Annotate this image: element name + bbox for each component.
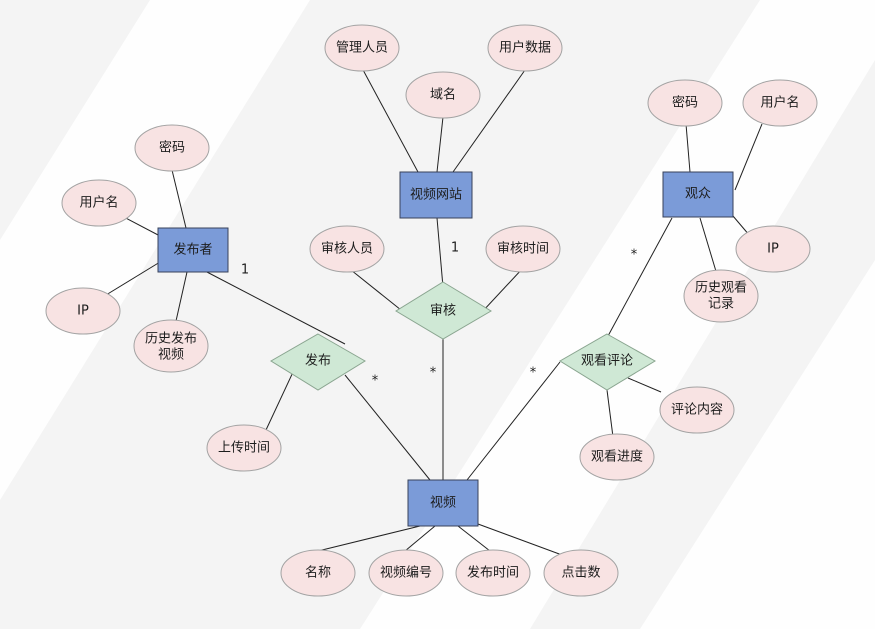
entity-viewer-label: 观众 (685, 187, 711, 202)
attribute-publisher-ip-label: IP (77, 304, 89, 319)
cardinality-review-video: * (430, 366, 437, 381)
attribute-publisher-password: 密码 (134, 124, 210, 172)
edge-viewer-password (685, 123, 691, 173)
attribute-viewer-history: 历史观看 记录 (683, 269, 759, 323)
attribute-review-person-label: 审核人员 (321, 242, 373, 257)
entity-video-label: 视频 (430, 496, 456, 511)
attribute-website-admin: 管理人员 (324, 24, 400, 72)
cardinality-watch-video: * (530, 366, 537, 381)
edge-publisher-publish (204, 270, 346, 345)
attribute-publisher-history: 历史发布 视频 (133, 319, 209, 373)
attribute-publisher-history-line1: 历史发布 (145, 331, 197, 347)
relationship-review: 审核 (395, 281, 492, 340)
attribute-video-id-label: 视频编号 (380, 566, 432, 581)
edge-review-person (345, 265, 402, 311)
attribute-watch-progress-label: 观看进度 (591, 449, 643, 465)
cardinality-viewer-watch: * (631, 248, 638, 263)
cardinality-publish-video: * (372, 374, 379, 389)
attribute-video-clicks: 点击数 (543, 549, 619, 597)
attribute-publisher-username-label: 用户名 (79, 195, 118, 211)
edge-website-admin (361, 67, 419, 173)
attribute-video-pubtime-label: 发布时间 (467, 565, 519, 581)
attribute-website-userdata-label: 用户数据 (499, 40, 551, 56)
entity-publisher: 发布者 (157, 227, 229, 273)
attribute-publisher-ip: IP (45, 287, 121, 335)
attribute-viewer-history-line1: 历史观看 (695, 280, 747, 296)
edge-website-review (436, 217, 444, 288)
edge-video-clicks (477, 523, 563, 556)
attribute-website-domain: 域名 (405, 71, 481, 119)
attribute-viewer-password-label: 密码 (672, 95, 698, 111)
attribute-viewer-username: 用户名 (742, 79, 818, 127)
attribute-publisher-history-line2: 视频 (158, 348, 184, 363)
attribute-video-id: 视频编号 (368, 549, 444, 597)
attribute-website-userdata: 用户数据 (487, 24, 563, 72)
edge-video-name (317, 525, 421, 552)
edge-viewer-username (734, 123, 763, 191)
edge-video-id (404, 525, 436, 552)
attribute-video-name-label: 名称 (305, 565, 331, 581)
edge-publisher-username (121, 215, 161, 237)
edge-viewer-watch (607, 217, 673, 337)
cardinality-website-review: 1 (451, 241, 459, 256)
attribute-review-time: 审核时间 (485, 225, 561, 273)
edge-watch-comment (627, 377, 662, 393)
entity-publisher-label: 发布者 (173, 242, 212, 258)
attribute-video-clicks-label: 点击数 (561, 566, 600, 581)
edge-publish-uploadtime (265, 369, 295, 431)
attribute-watch-progress: 观看进度 (579, 433, 655, 481)
connector-lines (105, 67, 763, 556)
attribute-video-name: 名称 (280, 549, 356, 597)
attribute-viewer-ip: IP (735, 225, 811, 273)
cardinality-publisher-publish: 1 (241, 263, 249, 278)
attribute-review-person: 审核人员 (309, 225, 385, 273)
edge-publisher-history (175, 271, 188, 322)
relationship-watch-comment-label: 观看评论 (581, 353, 633, 369)
edge-watch-progress (606, 389, 614, 438)
edge-video-pubtime (457, 525, 491, 552)
edge-website-userdata (452, 69, 526, 173)
edge-watch-video (466, 361, 561, 481)
relationship-publish-label: 发布 (305, 353, 331, 369)
attribute-video-pubtime: 发布时间 (455, 549, 531, 597)
attribute-website-admin-label: 管理人员 (336, 41, 388, 56)
attribute-comment-content: 评论内容 (659, 386, 735, 434)
edge-publisher-password (171, 169, 187, 229)
attribute-website-domain-label: 域名 (430, 87, 456, 103)
edge-publisher-ip (105, 261, 161, 296)
attribute-viewer-password: 密码 (647, 79, 723, 127)
attribute-upload-time-label: 上传时间 (218, 441, 270, 456)
edge-website-domain (436, 116, 444, 173)
edge-viewer-history (699, 217, 719, 279)
entity-website: 视频网站 (399, 171, 473, 219)
relationship-watch-comment: 观看评论 (559, 333, 656, 391)
cardinality-labels: 1 * 1 * * * (241, 241, 638, 389)
relationship-review-label: 审核 (430, 304, 456, 319)
attribute-upload-time: 上传时间 (206, 424, 282, 472)
attribute-viewer-history-line2: 记录 (708, 297, 734, 312)
edge-review-time (481, 267, 524, 313)
attribute-comment-content-label: 评论内容 (671, 402, 723, 418)
attribute-publisher-username: 用户名 (61, 179, 137, 227)
attribute-review-time-label: 审核时间 (497, 242, 549, 257)
entity-website-label: 视频网站 (410, 188, 462, 203)
edge-publish-video (344, 374, 431, 481)
attribute-viewer-ip-label: IP (767, 242, 779, 257)
entity-viewer: 观众 (662, 171, 734, 218)
entity-video: 视频 (407, 479, 479, 527)
attribute-publisher-password-label: 密码 (159, 140, 185, 156)
relationship-publish: 发布 (270, 333, 366, 391)
attribute-viewer-username-label: 用户名 (760, 95, 799, 111)
